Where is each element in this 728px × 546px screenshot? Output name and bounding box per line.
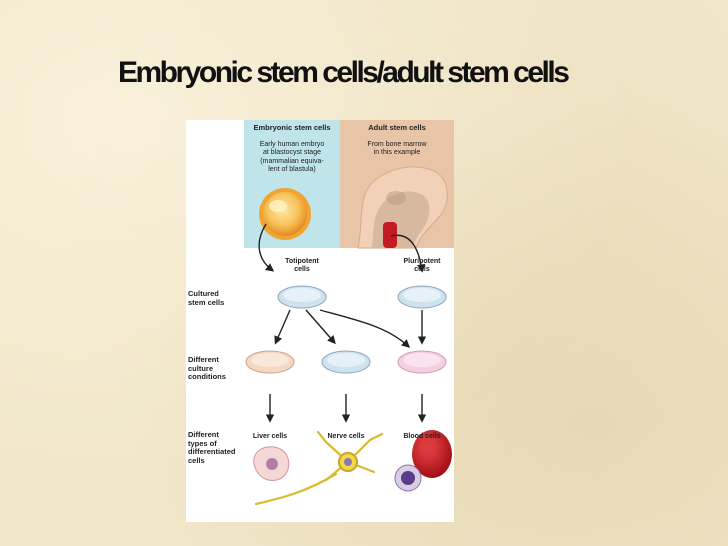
- stem-cell-figure: Embryonic stem cells Adult stem cells Ea…: [186, 120, 454, 522]
- cell-type-liver: Liver cells: [252, 433, 288, 440]
- row-label-conditions: Different culture conditions: [188, 355, 226, 381]
- embryonic-header: Embryonic stem cells: [253, 123, 331, 132]
- row-label-differentiated: Different types of differentiated cells: [188, 430, 236, 465]
- slide-title: Embryonic stem cells/adult stem cells: [118, 56, 570, 89]
- dish-cultured-adult: [397, 285, 447, 309]
- totipotent-label: Totipotent cells: [285, 258, 319, 274]
- pluripotent-label: Pluripotent cells: [403, 258, 441, 274]
- blood-cells-illustration: [394, 430, 452, 492]
- blastocyst-illustration: [259, 188, 311, 240]
- row-label-cultured: Cultured stem cells: [188, 289, 225, 307]
- cell-type-nerve: Nerve cells: [327, 433, 365, 440]
- nerve-cell-illustration: [254, 430, 384, 506]
- adult-header: Adult stem cells: [368, 123, 426, 132]
- dish-condition-blood: [397, 350, 447, 374]
- figure-artwork: [244, 120, 454, 506]
- dish-condition-nerve: [321, 350, 371, 374]
- embryonic-description: Early human embryo at blastocyst stage (…: [259, 141, 325, 174]
- dish-condition-liver: [245, 350, 295, 374]
- adult-description: From bone marrow in this example: [367, 141, 427, 157]
- cell-type-blood: Blood cells: [403, 433, 441, 440]
- liver-cell-illustration: [253, 446, 290, 481]
- bone-illustration: [357, 166, 448, 249]
- dish-cultured-embryonic: [277, 285, 327, 309]
